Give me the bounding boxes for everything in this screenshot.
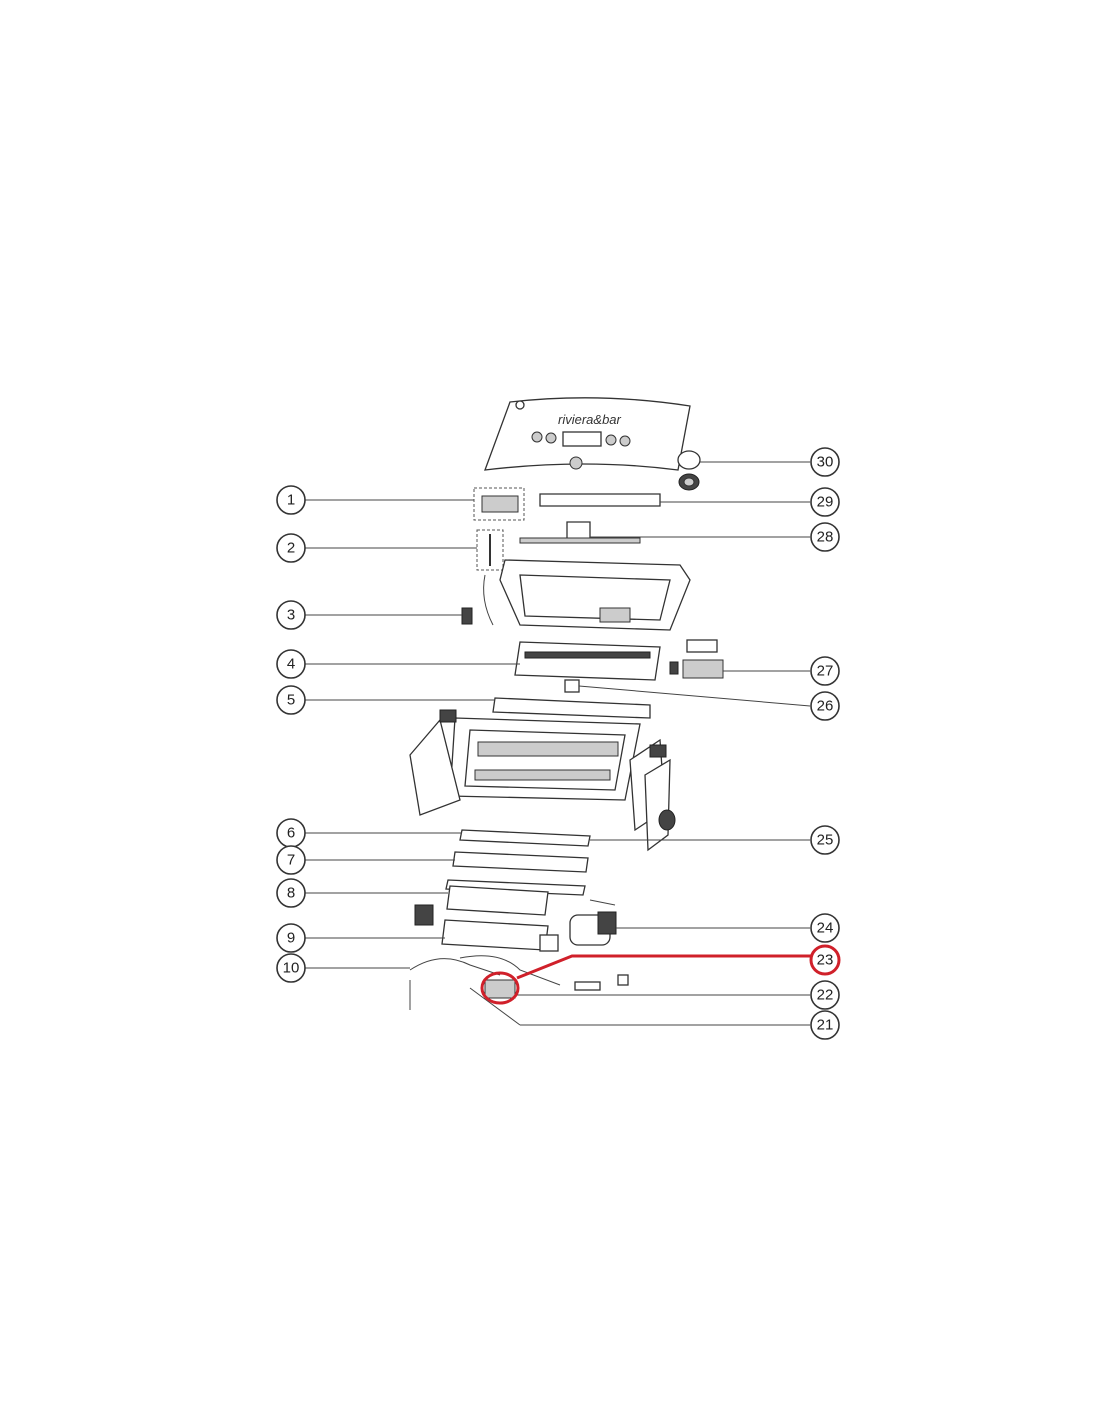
callout-23: 23 [809,944,841,976]
svg-text:28: 28 [817,529,834,546]
pump-part [539,899,617,952]
callout-4: 4 [276,649,306,679]
callout-30: 30 [810,447,840,477]
callout-25: 25 [810,825,840,855]
callout-7: 7 [276,845,306,875]
callout-28: 28 [810,522,840,552]
callout-2: 2 [276,533,306,563]
svg-text:22: 22 [817,987,834,1004]
hose-assembly [409,955,629,1010]
svg-text:5: 5 [287,692,295,709]
callout-badges-right: 30 29 28 27 26 25 24 23 22 21 [809,447,841,1040]
callout-5: 5 [276,685,306,715]
svg-text:24: 24 [817,920,834,937]
svg-text:3: 3 [287,607,295,624]
svg-text:23: 23 [817,952,834,969]
svg-text:9: 9 [287,930,295,947]
svg-text:2: 2 [287,540,295,557]
callout-8: 8 [276,878,306,908]
callout-6: 6 [276,818,306,848]
callout-21: 21 [810,1010,840,1040]
svg-text:4: 4 [287,656,295,673]
svg-text:26: 26 [817,698,834,715]
svg-text:21: 21 [817,1017,834,1034]
callout-3: 3 [276,600,306,630]
knob-part [677,450,701,491]
svg-text:1: 1 [287,492,295,509]
svg-text:7: 7 [287,852,295,869]
brand-logo: riviera&bar [558,412,622,427]
callout-1: 1 [276,485,306,515]
callout-9: 9 [276,923,306,953]
callout-29: 29 [810,487,840,517]
upper-housing [499,559,691,631]
leader-lines [305,461,811,1026]
svg-text:6: 6 [287,825,295,842]
svg-text:8: 8 [287,885,295,902]
middle-body [409,709,676,852]
callout-26: 26 [810,691,840,721]
svg-text:27: 27 [817,663,834,680]
callout-24: 24 [810,913,840,943]
callout-27: 27 [810,656,840,686]
callout-10: 10 [276,953,306,983]
callout-badges-left: 1 2 3 4 5 6 7 8 9 10 [276,485,306,983]
control-panel-cover: riviera&bar [484,397,691,471]
callout-22: 22 [810,980,840,1010]
parts-drawing: riviera&bar [409,397,724,1010]
svg-text:25: 25 [817,832,834,849]
svg-text:30: 30 [817,454,834,471]
svg-text:29: 29 [817,494,834,511]
highlight-part-23 [480,954,812,1005]
svg-text:10: 10 [283,960,300,977]
